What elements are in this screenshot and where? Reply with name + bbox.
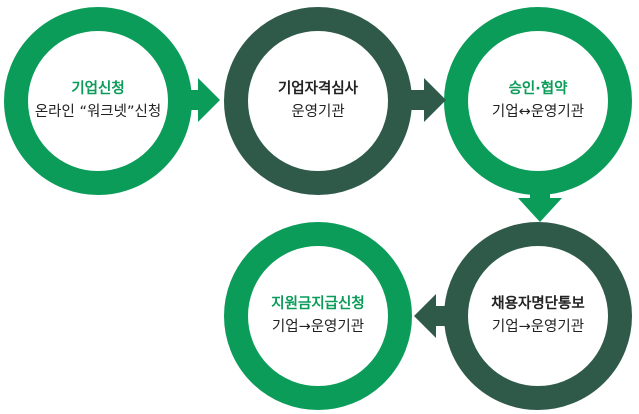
step-3-circle: 승인·협약 기업↔운영기관 <box>444 7 632 195</box>
step-2-subtitle: 운영기관 <box>291 104 345 120</box>
step-1-subtitle: 온라인 “워크넷”신청 <box>34 104 162 120</box>
step-5-subtitle: 기업→운영기관 <box>271 319 365 335</box>
arrow-right-icon <box>176 78 220 122</box>
step-3-subtitle: 기업↔운영기관 <box>491 104 585 120</box>
arrow-right-icon <box>402 78 446 122</box>
step-5-circle: 지원금지급신청 기업→운영기관 <box>224 222 412 410</box>
step-1-circle: 기업신청 온라인 “워크넷”신청 <box>4 7 192 195</box>
step-2-title: 기업자격심사 <box>277 81 359 97</box>
step-5-title: 지원금지급신청 <box>271 296 365 312</box>
arrow-down-icon <box>518 178 562 222</box>
step-4-title: 채용자명단통보 <box>491 296 585 312</box>
step-3-title: 승인·협약 <box>508 81 568 97</box>
step-4-circle: 채용자명단통보 기업→운영기관 <box>444 222 632 410</box>
step-2-circle: 기업자격심사 운영기관 <box>224 7 412 195</box>
arrow-left-icon <box>414 294 460 338</box>
step-4-subtitle: 기업→운영기관 <box>491 319 585 335</box>
step-1-title: 기업신청 <box>71 81 125 97</box>
